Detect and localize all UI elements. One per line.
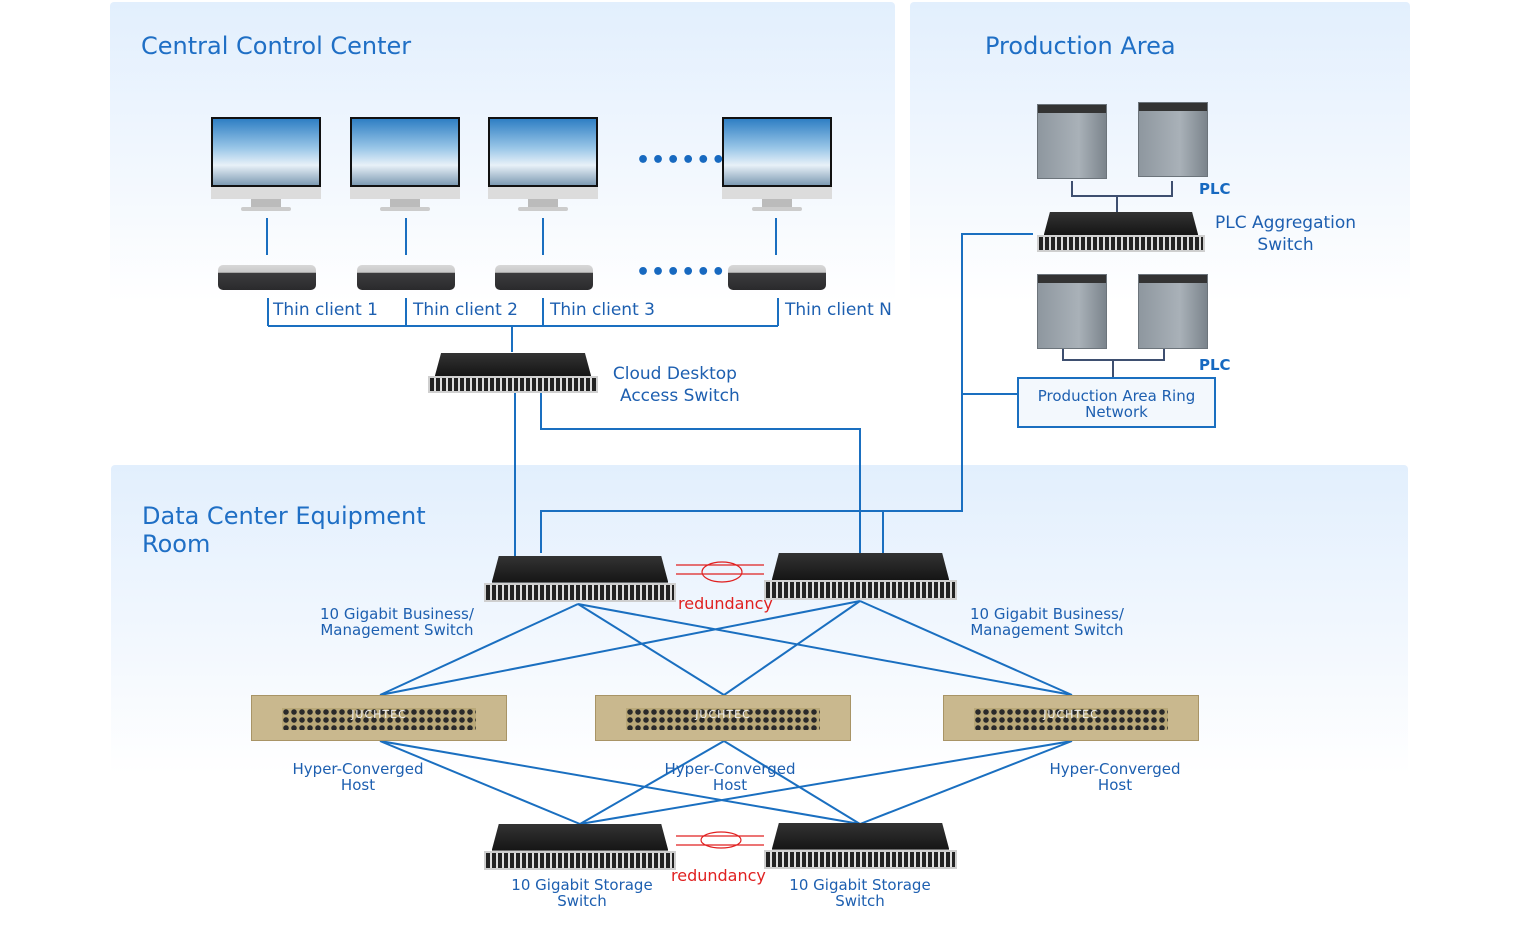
plc-4 [1138, 274, 1208, 349]
plc-switch-label: PLC Aggregation Switch [1215, 212, 1356, 256]
thin-client-device-n [728, 265, 826, 290]
data-center-title: Data Center Equipment Room [142, 502, 426, 558]
central-control-title: Central Control Center [141, 32, 412, 60]
storage-left-line1: 10 Gigabit Storage [511, 876, 653, 894]
redundancy-label-top: redundancy [678, 594, 773, 613]
ring-label-line2: Network [1085, 403, 1148, 421]
redundancy-label-bottom: redundancy [671, 866, 766, 885]
business-switch-left [484, 556, 676, 602]
thin-client-label-1: Thin client 1 [273, 300, 378, 320]
storage-left-line2: Switch [557, 892, 607, 910]
business-switch-right-label: 10 Gigabit Business/ Management Switch [970, 606, 1124, 638]
production-ring-network: Production Area Ring Network [1017, 377, 1216, 428]
host-2-line1: Hyper-Converged [664, 760, 796, 778]
plc-switch-label-line1: PLC Aggregation [1215, 213, 1357, 233]
production-area-title: Production Area [985, 32, 1176, 60]
hyper-converged-host-3: JUCHTEC [943, 695, 1199, 741]
plc-aggregation-switch [1037, 212, 1205, 252]
hyper-converged-host-1: JUCHTEC [251, 695, 507, 741]
business-switch-right-line1: 10 Gigabit Business/ [970, 605, 1124, 623]
thin-client-device-1 [218, 265, 316, 290]
thin-client-device-2 [357, 265, 455, 290]
cloud-switch-label-line2: Access Switch [620, 386, 740, 406]
host-3-line2: Host [1097, 776, 1133, 794]
thin-client-ellipsis: •••••• [636, 260, 727, 285]
host-1-line2: Host [340, 776, 376, 794]
host-3-line1: Hyper-Converged [1049, 760, 1181, 778]
business-switch-right [764, 553, 957, 600]
plc-label-top: PLC [1199, 180, 1231, 198]
business-switch-left-label: 10 Gigabit Business/ Management Switch [320, 606, 474, 638]
host-1-line1: Hyper-Converged [292, 760, 424, 778]
storage-switch-left [484, 824, 676, 870]
business-switch-left-line2: Management Switch [320, 621, 474, 639]
storage-right-line1: 10 Gigabit Storage [789, 876, 931, 894]
hyper-converged-host-2: JUCHTEC [595, 695, 851, 741]
plc-2 [1138, 102, 1208, 177]
storage-right-line2: Switch [835, 892, 885, 910]
monitor-ellipsis: •••••• [636, 148, 727, 173]
cloud-switch-label-line1: Cloud Desktop [612, 364, 737, 384]
monitor-3 [488, 117, 598, 213]
monitor-1 [211, 117, 321, 213]
business-switch-left-line1: 10 Gigabit Business/ [320, 605, 474, 623]
thin-client-label-3: Thin client 3 [550, 300, 655, 320]
thin-client-label-2: Thin client 2 [413, 300, 518, 320]
thin-client-device-3 [495, 265, 593, 290]
host-2-line2: Host [712, 776, 748, 794]
plc-1 [1037, 104, 1107, 179]
plc-switch-label-line2: Switch [1257, 235, 1314, 255]
plc-label-bottom: PLC [1199, 356, 1231, 374]
monitor-n [722, 117, 832, 213]
storage-switch-right [764, 823, 957, 869]
business-switch-right-line2: Management Switch [970, 621, 1124, 639]
plc-3 [1037, 274, 1107, 349]
monitor-2 [350, 117, 460, 213]
ring-label-line1: Production Area Ring [1037, 387, 1196, 405]
thin-client-label-n: Thin client N [785, 300, 892, 320]
cloud-switch-label: Cloud Desktop Access Switch [610, 363, 740, 407]
cloud-desktop-switch [428, 353, 598, 393]
